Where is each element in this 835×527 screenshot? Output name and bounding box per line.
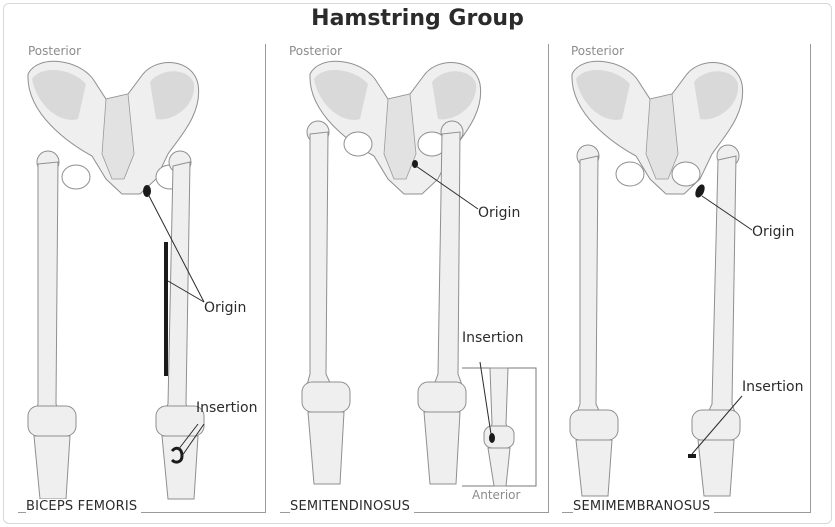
inset-view-label: Anterior: [472, 488, 521, 502]
muscle-name: BICEPS FEMORIS: [26, 499, 142, 514]
origin-label: Origin: [752, 224, 795, 240]
skeleton-illustration-semimembranosus: [569, 60, 753, 497]
left-femur: [303, 120, 337, 397]
left-knee-and-tibia: [569, 409, 619, 497]
left-femur: [31, 150, 65, 425]
view-label-posterior-2: Posterior: [289, 44, 343, 58]
panel-biceps-femoris: [18, 44, 266, 513]
muscle-name: SEMITENDINOSUS: [290, 499, 415, 514]
right-knee-and-tibia: [417, 381, 467, 485]
figure-title: Hamstring Group: [311, 6, 524, 31]
insertion-leader-line: [177, 423, 199, 451]
view-label-posterior-1: Posterior: [28, 44, 82, 58]
origin-leader-line: [701, 195, 753, 231]
insertion-attachment-pes-anserinus: [489, 433, 495, 443]
insertion-label: Insertion: [196, 400, 258, 416]
view-label-posterior-3: Posterior: [571, 44, 625, 58]
pelvis: [571, 60, 744, 195]
insertion-leader-line: [479, 361, 492, 435]
origin-label: Origin: [204, 300, 247, 316]
origin-label: Origin: [478, 205, 521, 221]
panel-semitendinosus: [280, 44, 549, 513]
skeleton-illustration-biceps-femoris: [27, 60, 205, 500]
left-femur: [571, 144, 607, 427]
right-femur: [701, 144, 741, 427]
insertion-attachment-medial-tibial-condyle: [688, 454, 696, 458]
insertion-label: Insertion: [462, 330, 524, 346]
muscle-name: SEMIMEMBRANOSUS: [573, 499, 715, 514]
left-knee-and-tibia: [27, 405, 77, 500]
origin-attachment-linea-aspera: [164, 242, 168, 376]
left-knee-and-tibia: [301, 381, 351, 485]
panel-semimembranosus: [562, 44, 811, 513]
insertion-leader-line: [691, 395, 743, 455]
origin-leader-line: [415, 165, 479, 210]
pelvis: [309, 60, 482, 195]
pelvis: [27, 60, 200, 195]
skeleton-illustration-semitendinosus: [301, 60, 537, 487]
right-knee-and-tibia: [155, 405, 205, 500]
right-knee-and-tibia: [691, 409, 741, 497]
origin-attachment-ischial-tuberosity: [695, 184, 705, 198]
insertion-label: Insertion: [742, 379, 804, 395]
origin-leader-line: [147, 193, 205, 303]
origin-leader-line: [167, 280, 205, 303]
anterior-inset: [462, 361, 537, 487]
right-femur: [157, 150, 195, 425]
insertion-leader-line: [181, 423, 205, 457]
origin-attachment-ischial-tuberosity: [143, 185, 151, 197]
